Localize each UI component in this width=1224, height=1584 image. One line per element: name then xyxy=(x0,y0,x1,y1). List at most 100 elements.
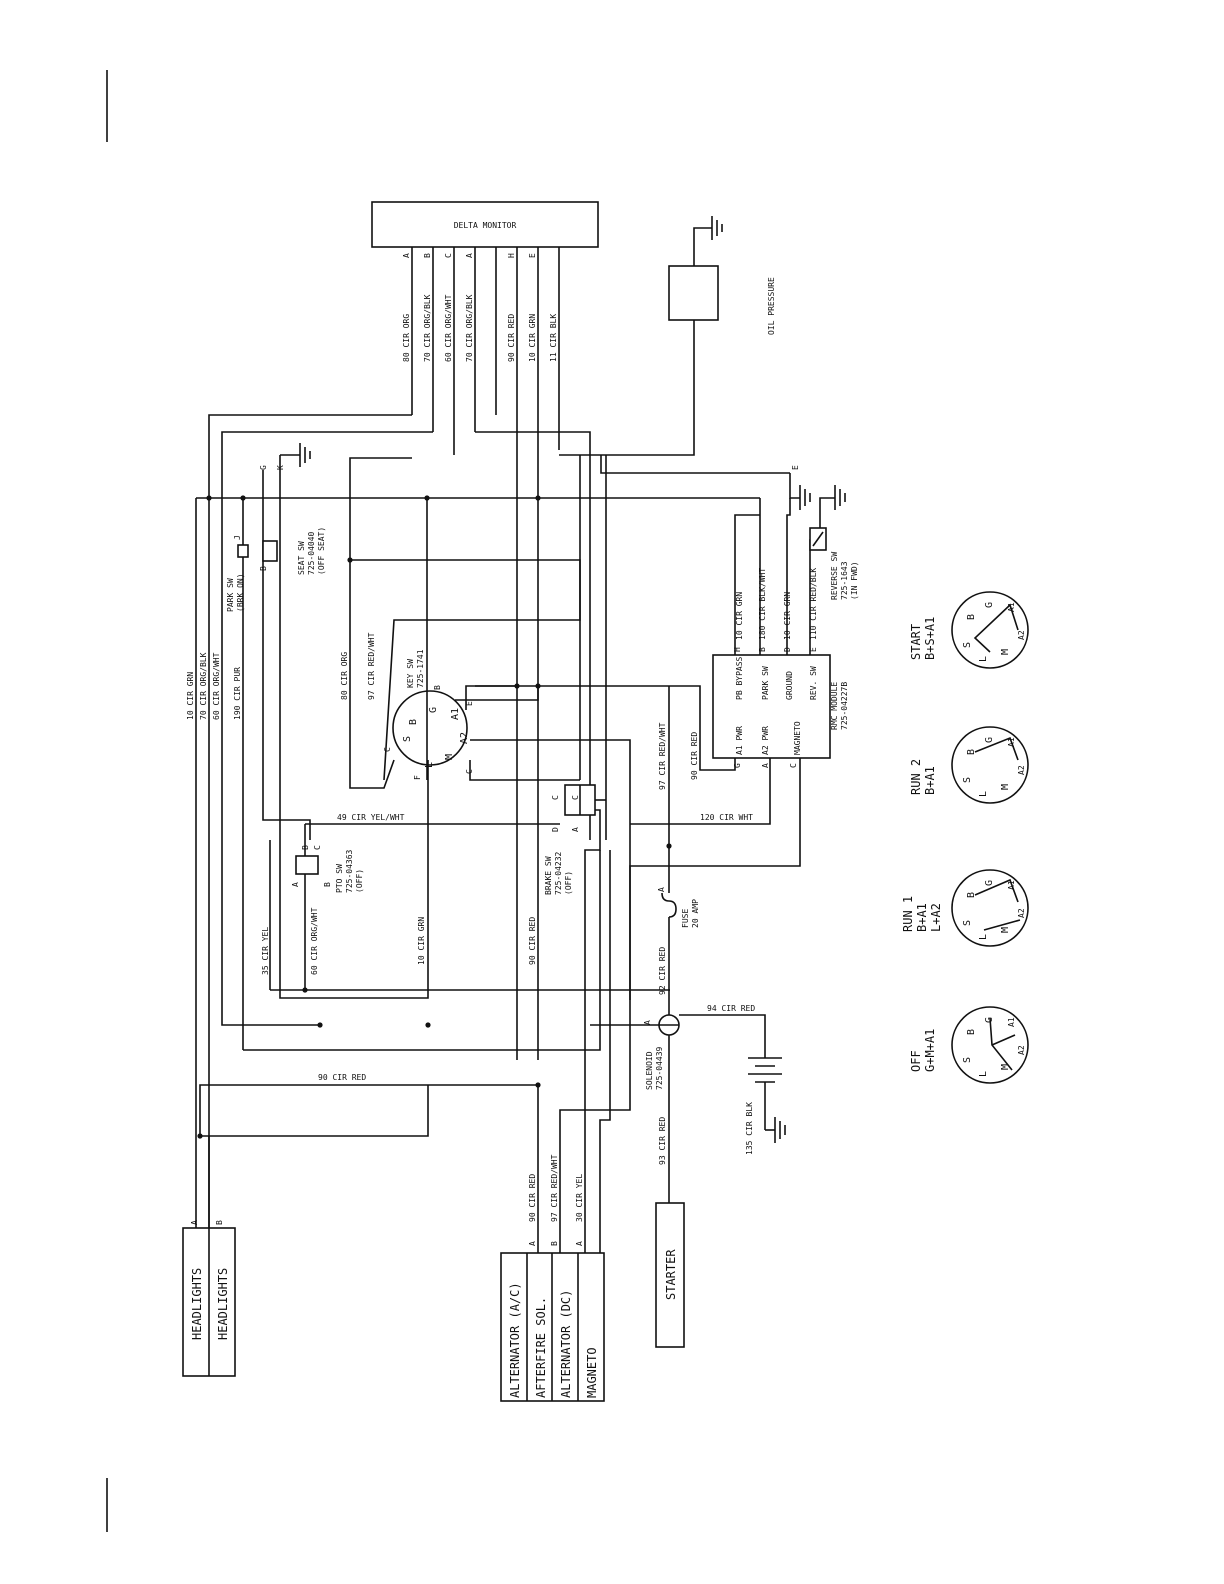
dial-letter: A2 xyxy=(1017,765,1026,775)
seat-sw-label: 725-04040 xyxy=(307,531,316,575)
headlights-label: HEADLIGHTS xyxy=(216,1268,230,1340)
rmc-pin: C xyxy=(789,763,798,768)
park-sw-label: PARK SW xyxy=(226,578,235,612)
brake-sw-label: 725-04232 xyxy=(554,851,563,895)
dial-letter: G xyxy=(984,737,995,743)
dial-letter: G xyxy=(984,602,995,608)
reverse-sw-label: (IN FWD) xyxy=(850,561,859,600)
oil-pressure-label: OIL PRESSURE xyxy=(767,277,776,335)
dm-pin-e: E xyxy=(528,253,537,258)
key-pin: B xyxy=(408,719,419,725)
rmc-pin-label: A1 PWR xyxy=(735,726,744,755)
key-position-start: START B+S+A1 S B G A1 A2 M L xyxy=(909,591,1029,669)
dial-letter: A1 xyxy=(1007,880,1016,890)
wire-label: 93 CIR RED xyxy=(658,1117,667,1165)
wire-label: 90 CIR RED xyxy=(507,314,516,362)
pin-label: E xyxy=(791,465,800,470)
key-switch: KEY SW 725-1741 B G A1 E A2 C M L F S C … xyxy=(350,559,631,1000)
rmc-pin-label: A2 PWR xyxy=(761,726,770,755)
wire-label: 180 CIR BLK/WHT xyxy=(758,568,767,640)
ground-icon xyxy=(765,1117,786,1143)
wire-label: 35 CIR YEL xyxy=(261,927,270,975)
key-sw-label: KEY SW xyxy=(406,659,415,688)
starter: STARTER xyxy=(655,1202,685,1348)
key-position-run2: RUN 2 B+A1 S B G A1 A2 M L xyxy=(909,726,1029,804)
key-pin: G xyxy=(428,707,439,713)
dial-letter: B xyxy=(966,749,977,755)
pto-sw-label: (OFF) xyxy=(355,869,364,893)
dial-letter: L xyxy=(978,1071,989,1077)
left-wire-labels: 10 CIR GRN 70 CIR ORG/BLK 60 CIR ORG/WHT… xyxy=(186,632,537,975)
pin-label: B xyxy=(301,845,310,850)
rmc-pin-label: GROUND xyxy=(785,671,794,700)
alternator-pin: A xyxy=(528,1241,537,1246)
wire-label: 90 CIR RED xyxy=(528,1174,537,1222)
battery-icon: 135 CIR BLK xyxy=(745,1057,782,1155)
position-combo: L+A2 xyxy=(929,903,943,932)
pto-sw-label: 725-04363 xyxy=(345,849,354,893)
wire-label: 30 CIR YEL xyxy=(575,1174,584,1222)
ground-icon xyxy=(819,485,846,540)
wire-label: 10 CIR GRN xyxy=(528,314,537,362)
dial-letter: M xyxy=(1000,927,1011,933)
wire-label: 70 CIR ORG/BLK xyxy=(465,294,474,362)
pin-label: B xyxy=(259,566,268,571)
rmc-pin: G xyxy=(733,763,742,768)
oil-pressure-sensor: OIL PRESSURE xyxy=(559,216,776,456)
pin-label: C xyxy=(571,795,580,800)
position-combo: B+A1 xyxy=(915,903,929,932)
wire-label: 110 CIR RED/BLK xyxy=(809,568,818,640)
position-combo: B+A1 xyxy=(923,766,937,795)
fuse-label: FUSE xyxy=(681,909,690,928)
key-sw-label: 725-1741 xyxy=(416,649,425,688)
rmc-module: PB BYPASS PARK SW GROUND REV. SW A1 PWR … xyxy=(475,465,859,1000)
wire-label: 190 CIR PUR xyxy=(233,667,242,720)
alternator-pin: A xyxy=(575,1241,584,1246)
wire-label: 94 CIR RED xyxy=(707,1004,755,1013)
key-pin: E xyxy=(465,701,474,706)
wire-label: 49 CIR YEL/WHT xyxy=(337,813,405,822)
dial-letter: S xyxy=(962,920,973,926)
key-pin: A1 xyxy=(450,708,461,720)
key-position-off: OFF G+M+A1 S B G A1 A2 M L xyxy=(909,1006,1029,1084)
key-pin: C xyxy=(465,769,474,774)
ground-icon xyxy=(280,443,311,467)
wire-label: 60 CIR ORG/WHT xyxy=(310,907,319,975)
pin-label: A xyxy=(571,827,580,832)
position-name: RUN 2 xyxy=(909,759,923,795)
starter-label: STARTER xyxy=(664,1249,678,1300)
delta-monitor-pins: A B C A H E xyxy=(402,253,537,258)
pin-label: A xyxy=(643,1020,652,1025)
wire-label: 97 CIR RED/WHT xyxy=(550,1154,559,1222)
rmc-pin-label: PARK SW xyxy=(761,666,770,700)
dial-letter: G xyxy=(984,1017,995,1023)
wire-label: 92 CIR RED xyxy=(658,947,667,995)
key-position-run1: RUN 1 B+A1 L+A2 S B G A1 A2 M L xyxy=(901,869,1029,947)
wire-label: 10 CIR GRN xyxy=(735,592,744,640)
wire-label: 135 CIR BLK xyxy=(745,1102,754,1155)
reverse-sw-label: REVERSE SW xyxy=(830,552,839,600)
pin-label: K xyxy=(276,465,285,470)
wire-label: 60 CIR ORG/WHT xyxy=(212,652,221,720)
fuse-label: 20 AMP xyxy=(691,899,700,928)
solenoid-label: 725-04439 xyxy=(655,1046,664,1090)
seat-sw-label: SEAT SW xyxy=(297,541,306,575)
alternator-pin: B xyxy=(550,1241,559,1246)
wire-label: 11 CIR BLK xyxy=(549,314,558,362)
center-wire-labels: 97 CIR RED/WHT 90 CIR RED 120 CIR WHT xyxy=(658,722,753,822)
wire-label: 60 CIR ORG/WHT xyxy=(444,294,453,362)
wire-label: 90 CIR RED xyxy=(690,732,699,780)
magneto-label: MAGNETO xyxy=(585,1347,599,1398)
dial-letter: S xyxy=(962,642,973,648)
fuse-and-solenoid: A FUSE 20 AMP 92 CIR RED A 94 CIR RED SO… xyxy=(590,686,766,1203)
dial-letter: L xyxy=(978,934,989,940)
seat-switch: G K B SEAT SW 725-04040 (OFF SEAT) xyxy=(259,465,326,575)
rmc-pin-label: MAGNETO xyxy=(793,721,802,755)
dial-letter: S xyxy=(962,777,973,783)
wire-label: 90 CIR RED xyxy=(528,917,537,965)
ground-icon xyxy=(789,473,811,510)
pto-switch: 49 CIR YEL/WHT A B C B PTO SW 725-04363 … xyxy=(269,813,670,991)
dial-letter: A2 xyxy=(1017,630,1026,640)
dial-letter: M xyxy=(1000,649,1011,655)
dial-letter: L xyxy=(978,656,989,662)
